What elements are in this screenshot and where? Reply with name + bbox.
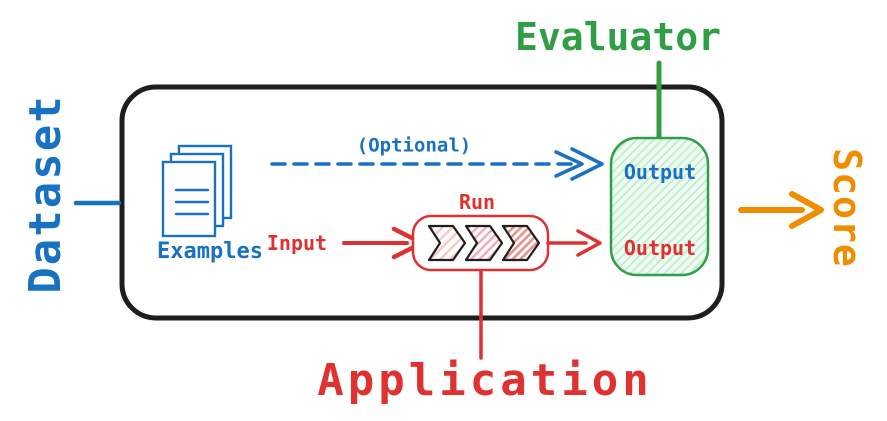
score-label: Score	[825, 148, 869, 268]
chevron-pipeline-icon	[427, 224, 541, 262]
dataset-label: Dataset	[20, 94, 71, 294]
documents-icon	[161, 144, 233, 238]
optional-arrowhead-outer	[570, 147, 604, 181]
optional-label: (Optional)	[356, 134, 472, 157]
chevron-step-3	[501, 224, 541, 262]
application-output-label: Output	[623, 236, 697, 260]
main-container-box	[119, 84, 725, 321]
score-arrow	[738, 191, 824, 229]
evaluator-label: Evaluator	[515, 15, 721, 59]
run-label: Run	[458, 190, 496, 214]
examples-label: Examples	[157, 239, 263, 264]
application-label: Application	[317, 355, 653, 406]
evaluator-output-label: Output	[623, 160, 697, 184]
run-output-arrow	[546, 229, 602, 257]
optional-dashed-arrow	[270, 147, 604, 181]
optional-arrowhead-inner	[554, 150, 584, 178]
input-label: Input	[266, 231, 328, 255]
chevron-step-1	[427, 224, 467, 262]
evaluator-output-box	[609, 136, 710, 277]
chevron-step-2	[464, 224, 504, 262]
